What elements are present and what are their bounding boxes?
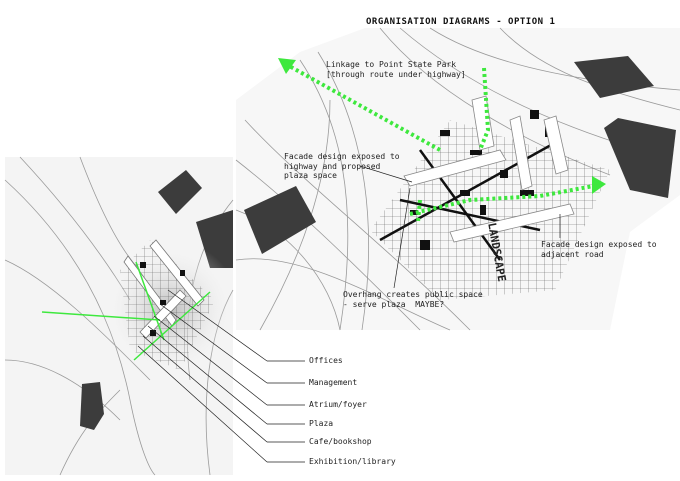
legend-item-management: Management [309,378,357,387]
annotation-facade-road: Facade design exposed to adjacent road [541,240,657,259]
annotation-overhang: Overhang creates public space - serve pl… [343,290,483,309]
legend-item-plaza: Plaza [309,419,333,428]
legend-item-cafe: Cafe/bookshop [309,437,372,446]
annotation-facade-highway: Facade design exposed to highway and pro… [284,152,400,181]
annotation-linkage: Linkage to Point State Park [through rou… [326,60,466,79]
legend-item-offices: Offices [309,356,343,365]
legend-item-exhibition: Exhibition/library [309,457,396,466]
legend-item-atrium: Atrium/foyer [309,400,367,409]
